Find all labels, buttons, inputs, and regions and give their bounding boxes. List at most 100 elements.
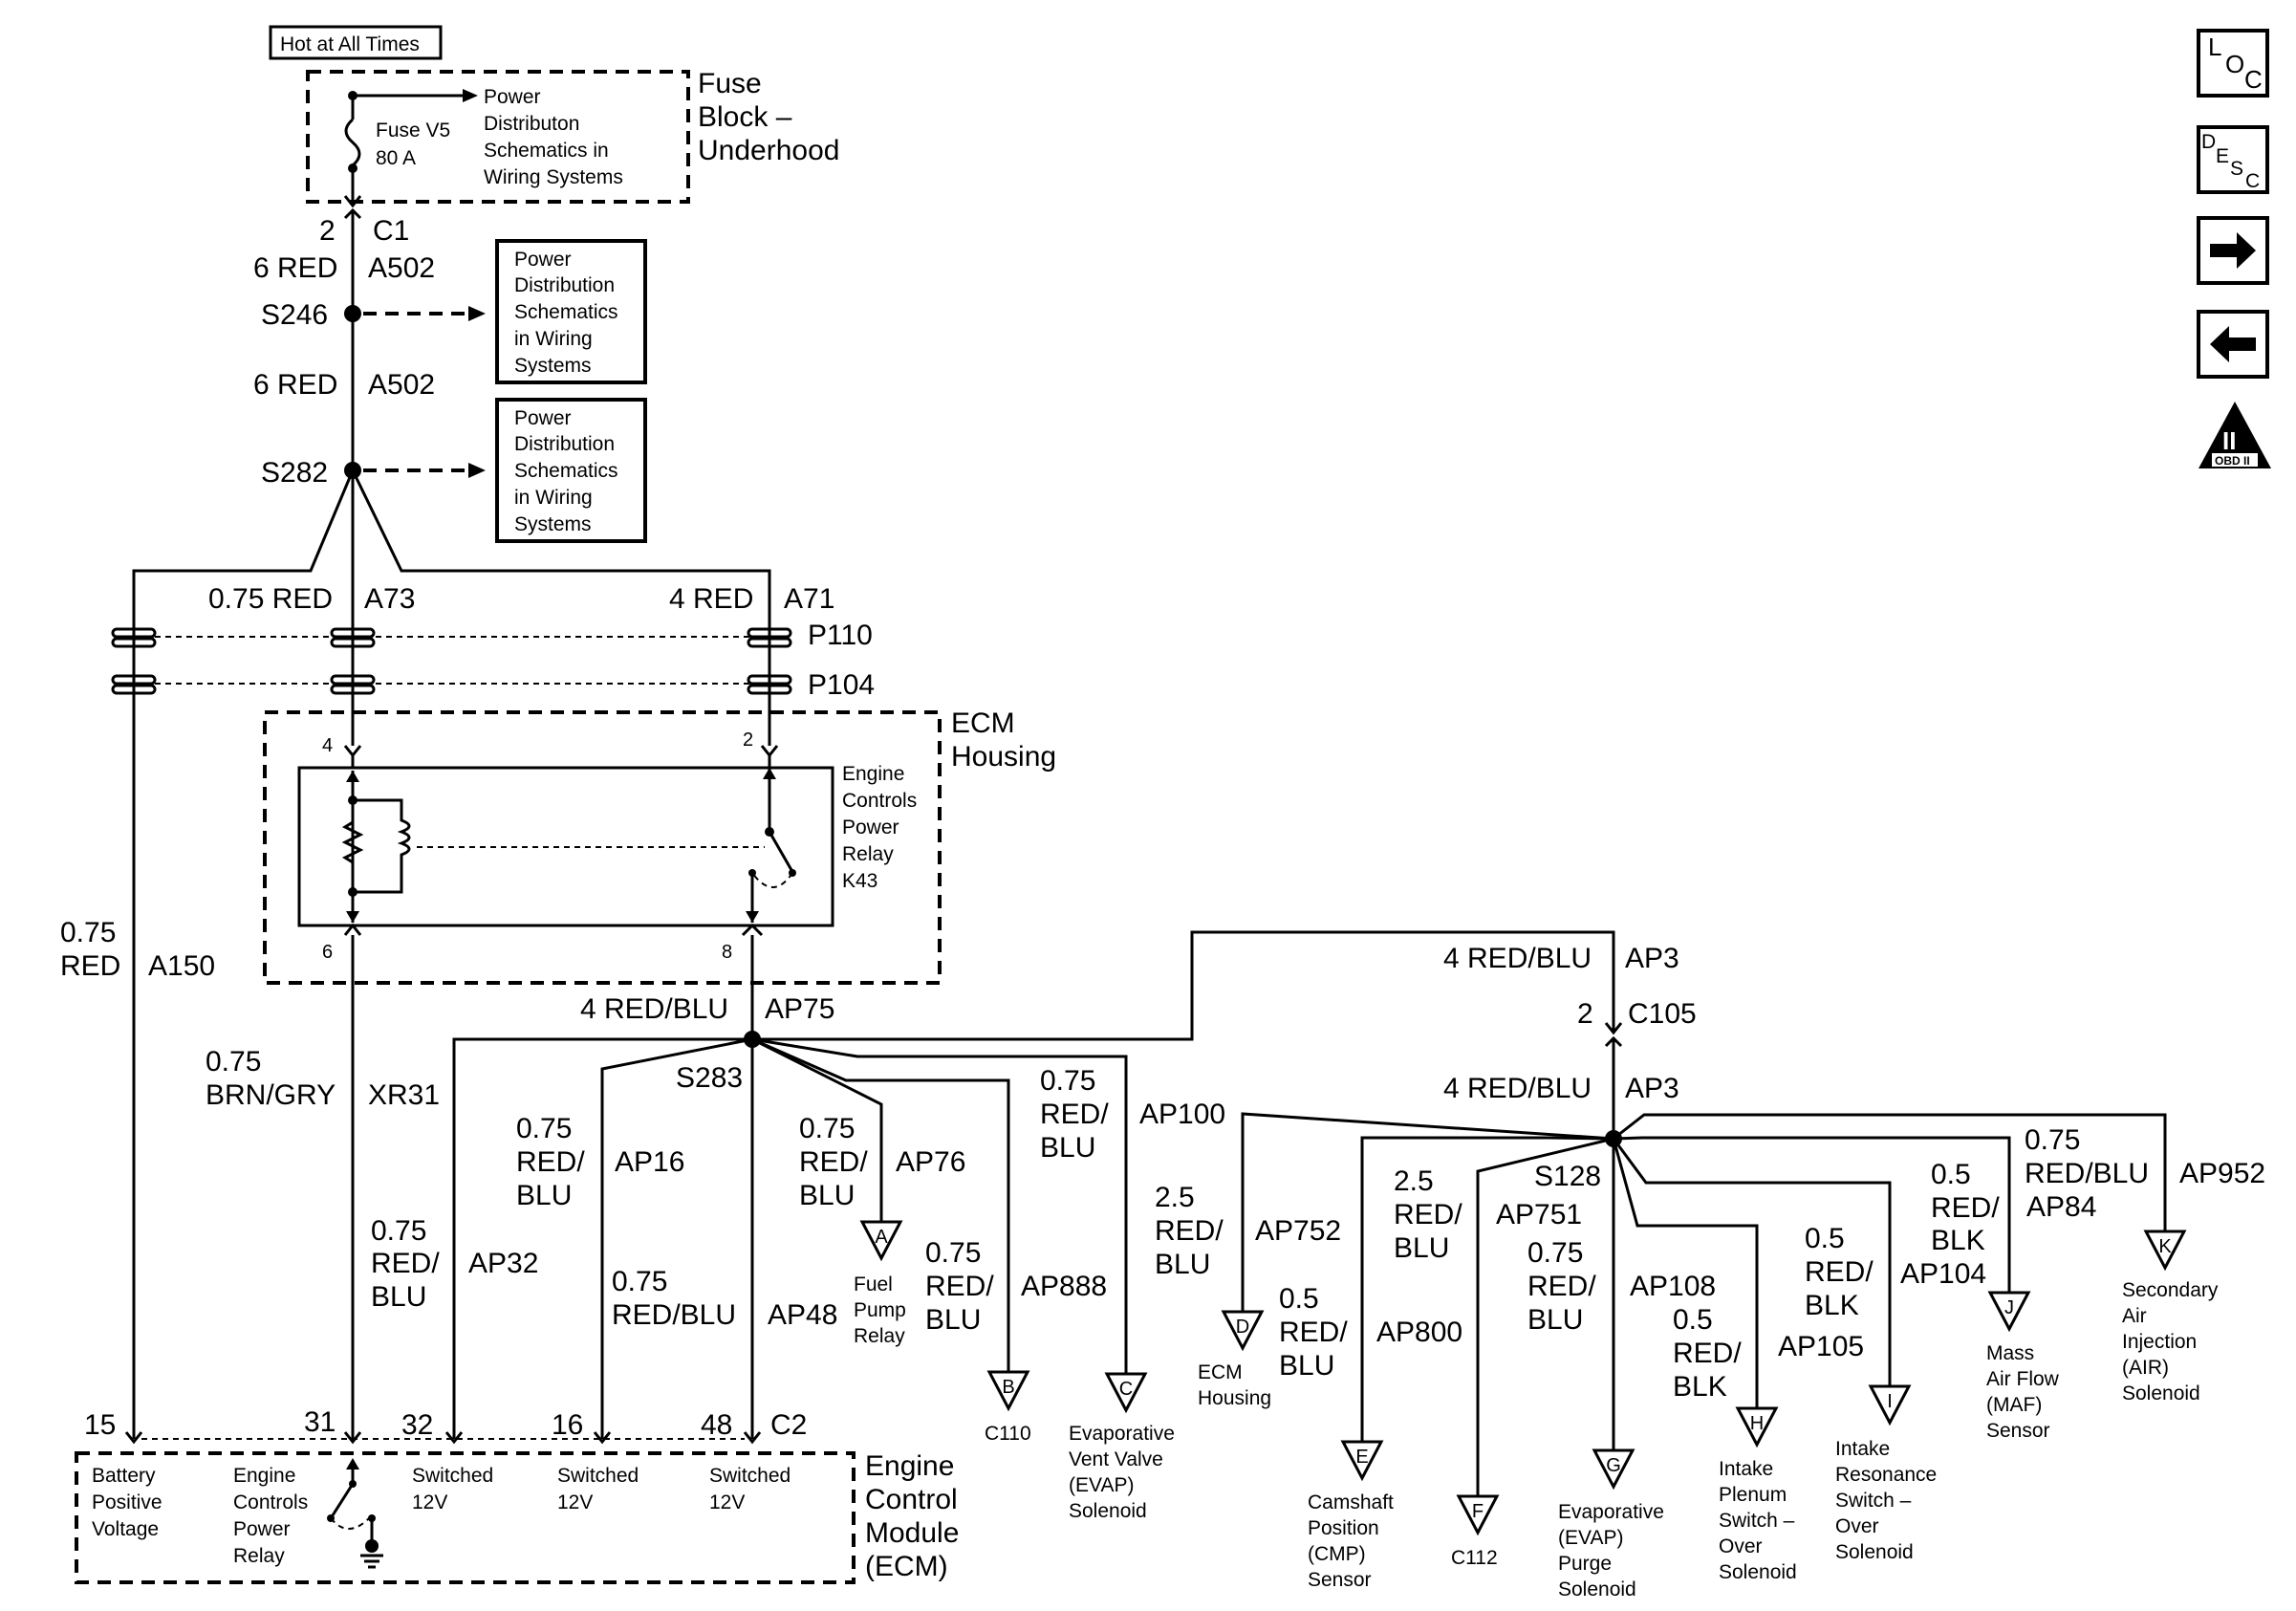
relay-label-5: K43 <box>842 870 877 892</box>
reference-label-line: Mass <box>1986 1342 2034 1364</box>
ap75-gauge: 4 RED/BLU <box>580 993 728 1025</box>
ap100-wire <box>751 1037 1128 1374</box>
fuse-block-outline <box>306 70 690 204</box>
ap32-gauge-2: RED/ <box>371 1248 440 1279</box>
reference-letter: B <box>1002 1377 1014 1398</box>
reference-label-line: Vent Valve <box>1069 1448 1163 1470</box>
ap84-circuit: AP84 <box>2026 1191 2096 1223</box>
reference-label-line: Intake <box>1835 1438 1890 1460</box>
s282-arrow-icon <box>468 463 486 478</box>
reference-label-line: Solenoid <box>1719 1561 1797 1583</box>
reference-label-line: Housing <box>1198 1387 1271 1409</box>
ap888-gauge-3: BLU <box>925 1304 981 1336</box>
ecm-sw3-2: 12V <box>709 1491 745 1513</box>
ap16-gauge-2: RED/ <box>516 1146 585 1178</box>
reference-letter: K <box>2158 1236 2172 1257</box>
desc-c: C <box>2245 170 2260 192</box>
ecm-connector-c2: C2 <box>770 1409 807 1441</box>
s246-label: S246 <box>261 299 328 331</box>
ecm-relay-2: Controls <box>233 1491 308 1513</box>
relay-label-3: Power <box>842 816 899 838</box>
pd-box1-line1: Power <box>514 249 572 271</box>
reference-label-line: (MAF) <box>1986 1394 2042 1416</box>
reference-label-line: (CMP) <box>1308 1543 1366 1565</box>
relay-pin-8: 8 <box>722 942 732 963</box>
reference-label-line: Pump <box>854 1299 906 1321</box>
ecm-pin-connectors <box>124 1431 762 1445</box>
loc-c: C <box>2244 65 2263 94</box>
ap888-wire <box>751 1037 1010 1372</box>
ap3-top-circuit: AP3 <box>1625 943 1679 974</box>
a502-mid-gauge: 6 RED <box>253 369 337 401</box>
s283-label: S283 <box>676 1062 743 1094</box>
reference-label-line: Solenoid <box>1835 1541 1914 1563</box>
hot-at-all-times-box <box>269 25 443 60</box>
ap752-gauge-2: RED/ <box>1155 1215 1224 1247</box>
ecm-sw2-2: 12V <box>557 1491 593 1513</box>
relay-switch-icon <box>746 768 796 923</box>
ap48-gauge-2: RED/BLU <box>612 1299 736 1331</box>
ap16-gauge-1: 0.75 <box>516 1113 572 1144</box>
ap32-gauge-1: 0.75 <box>371 1215 426 1247</box>
reference-triangle-icon <box>1340 1440 1384 1482</box>
relay-label-2: Controls <box>842 790 917 812</box>
a502-top-gauge: 6 RED <box>253 252 337 284</box>
ap105-gauge-1: 0.5 <box>1805 1223 1845 1254</box>
ap105-circuit: AP105 <box>1778 1331 1864 1362</box>
relay-pin-4: 4 <box>322 735 333 756</box>
desc-button[interactable]: D E S C <box>2197 125 2269 194</box>
ap800-gauge-1: 0.5 <box>1279 1283 1319 1315</box>
back-button[interactable] <box>2197 310 2269 379</box>
forward-button[interactable] <box>2197 216 2269 285</box>
reference-triangle-icon <box>1456 1494 1500 1536</box>
evap-purge-gauge-3: BLU <box>1527 1304 1583 1336</box>
ecm-pin-32: 32 <box>401 1409 433 1441</box>
ap104-wire <box>1613 1136 2011 1293</box>
ecm-title-4: (ECM) <box>865 1551 948 1582</box>
reference-label-line: Solenoid <box>1558 1578 1636 1600</box>
reference-letter: C <box>1119 1379 1133 1400</box>
reference-label-line: Solenoid <box>2122 1382 2200 1404</box>
ecm-battery-1: Battery <box>92 1465 156 1487</box>
loc-l: L <box>2208 33 2221 61</box>
s246-arrow-icon <box>468 306 486 321</box>
fuse-v5-label: Fuse V5 <box>376 120 450 142</box>
ap76-gauge-3: BLU <box>799 1180 855 1211</box>
ap84-wire <box>1613 1113 2167 1231</box>
ecm-housing-outline <box>263 710 942 985</box>
reference-label-line: Intake <box>1719 1458 1773 1480</box>
pd-box2-line3: Schematics <box>514 460 618 482</box>
relay-coil-icon <box>341 771 411 923</box>
ecm-pin-16: 16 <box>552 1409 583 1441</box>
power-note-3: Schematics in <box>484 140 609 162</box>
ap108-wire <box>1612 1138 1759 1408</box>
reference-label-line: Secondary <box>2122 1279 2219 1301</box>
fuse-block-title-2: Block – <box>698 101 792 133</box>
ecm-sw2-1: Switched <box>557 1465 639 1487</box>
reference-label-line: Plenum <box>1719 1484 1787 1506</box>
fuse-block-title-3: Underhood <box>698 135 839 166</box>
reference-label-line: Injection <box>2122 1331 2197 1353</box>
ecm-relay-1: Engine <box>233 1465 295 1487</box>
relay-pin-2: 2 <box>743 729 753 751</box>
s282-label: S282 <box>261 457 328 489</box>
loc-button[interactable]: L O C <box>2197 29 2269 98</box>
ap104-circuit: AP104 <box>1900 1258 1986 1290</box>
pd-box2-line1: Power <box>514 407 572 429</box>
ap104-gauge-1: 0.5 <box>1931 1159 1971 1190</box>
desc-d: D <box>2201 131 2216 153</box>
ap751-gauge-1: 2.5 <box>1394 1165 1434 1197</box>
reference-label-line: (EVAP) <box>1069 1474 1134 1496</box>
ap108-gauge-1: 0.5 <box>1673 1304 1713 1336</box>
a150-gauge-1: 0.75 <box>60 917 116 948</box>
reference-letter: J <box>2004 1297 2014 1318</box>
obd-ii-button[interactable]: II OBD II <box>2199 402 2271 468</box>
ap751-gauge-3: BLU <box>1394 1232 1449 1264</box>
splice-s246 <box>344 305 361 322</box>
ap752-circuit: AP752 <box>1255 1215 1341 1247</box>
